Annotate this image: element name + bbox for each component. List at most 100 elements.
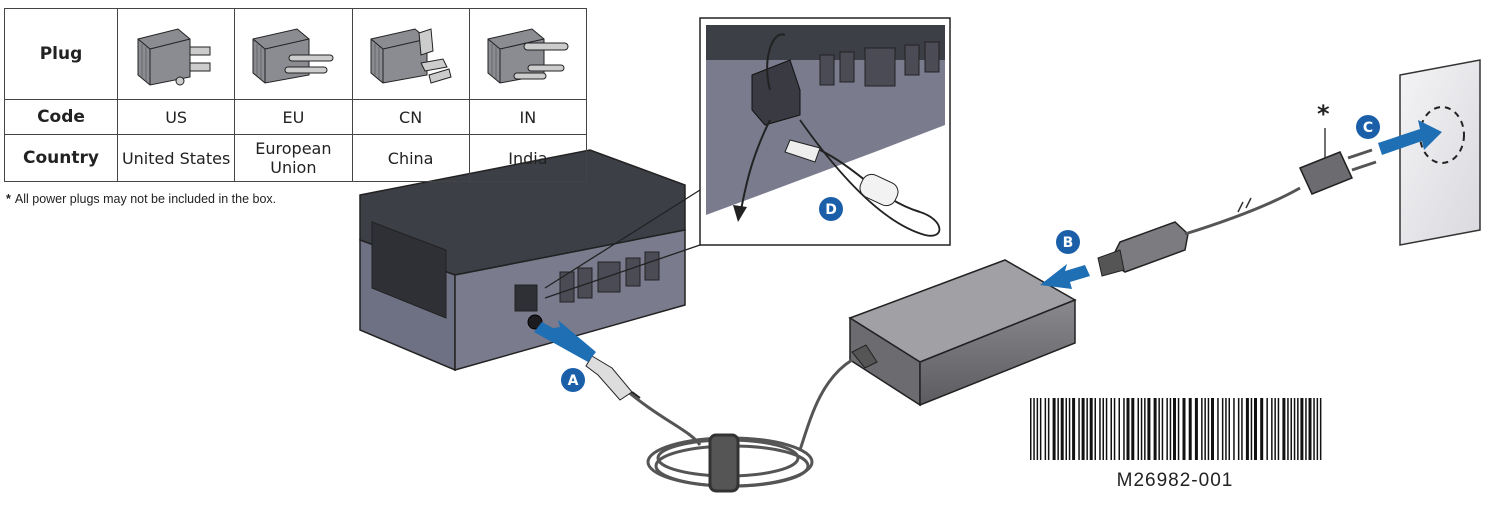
barcode-bar	[1110, 398, 1112, 460]
barcode-bar	[1052, 398, 1056, 460]
plug-row: Plug	[4, 8, 588, 100]
barcode-bar	[1316, 398, 1319, 460]
barcode-bar	[1313, 398, 1315, 460]
footnote-marker: *	[6, 192, 11, 206]
barcode-bar	[1147, 398, 1151, 460]
in-plug-icon	[487, 28, 569, 84]
country-cell: India	[468, 134, 588, 182]
barcode-bar	[1290, 398, 1292, 460]
footnote-text: All power plugs may not be included in t…	[14, 192, 277, 206]
country-name-line2: Union	[270, 158, 317, 177]
wall-outlet	[1399, 59, 1481, 246]
barcode-bar	[1274, 398, 1276, 460]
svg-text:D: D	[825, 202, 837, 218]
barcode-bar	[1161, 398, 1164, 460]
barcode-bar	[1204, 398, 1206, 460]
code-row: Code US EU CN IN	[4, 99, 588, 135]
barcode-bar	[1137, 398, 1139, 460]
barcode-bar	[1086, 398, 1088, 460]
plug-asterisk: *	[1317, 100, 1330, 128]
barcode-bar	[1225, 398, 1227, 460]
svg-text:A: A	[568, 373, 579, 389]
barcode-bar	[1044, 398, 1047, 460]
ac-cord	[1097, 128, 1377, 277]
barcode-bar	[1201, 398, 1203, 460]
code-cell: CN	[351, 99, 470, 135]
barcode-bar	[1233, 398, 1235, 460]
barcode-bar	[1173, 398, 1176, 460]
arrow-c	[1378, 120, 1442, 155]
plug-cell-in	[468, 8, 588, 100]
barcode-bar	[1102, 398, 1104, 460]
code-cell: EU	[234, 99, 353, 135]
country-name-line1: European	[255, 139, 332, 158]
code-header: Code	[4, 99, 118, 135]
plug-cell-us	[116, 8, 236, 100]
barcode-bar	[1217, 398, 1219, 460]
barcode-bar	[1308, 398, 1312, 460]
barcode-bar	[1266, 398, 1268, 460]
barcode-bar	[1065, 398, 1067, 460]
plug-cell-cn	[351, 8, 470, 100]
barcode-bar	[1033, 398, 1035, 460]
country-cell: United States	[116, 134, 236, 182]
callout-a: A	[561, 368, 585, 392]
dc-plug	[585, 355, 641, 401]
barcode-bar	[1228, 398, 1230, 460]
svg-text:C: C	[1363, 120, 1373, 136]
barcode-bar	[1060, 398, 1064, 460]
plug-cell-eu	[234, 8, 353, 100]
barcode-bar	[1036, 398, 1039, 460]
barcode-bar	[1282, 398, 1286, 460]
barcode-bar	[1081, 398, 1085, 460]
country-name: India	[508, 148, 548, 168]
barcode-bar	[1211, 398, 1214, 460]
code-cell: IN	[468, 99, 588, 135]
country-cell: European Union	[234, 134, 353, 182]
barcode-bar	[1297, 398, 1299, 460]
barcode-bar	[1089, 398, 1093, 460]
callout-b: B	[1056, 230, 1080, 254]
barcode-bar	[1271, 398, 1273, 460]
barcode-bar	[1305, 398, 1307, 460]
barcode-bar	[1237, 398, 1240, 460]
country-cell: China	[351, 134, 470, 182]
barcode-bar	[1166, 398, 1168, 460]
svg-text:B: B	[1063, 235, 1074, 251]
cn-plug-icon	[370, 28, 452, 84]
country-row: Country United States European Union Chi…	[4, 134, 588, 182]
barcode-bar	[1207, 398, 1210, 460]
barcode-bar	[1277, 398, 1280, 460]
barcode-bar	[1300, 398, 1304, 460]
callout-c: C	[1356, 115, 1380, 139]
barcode-bar	[1287, 398, 1289, 460]
barcode-bar	[1293, 398, 1296, 460]
barcode-bar	[1113, 398, 1116, 460]
barcode-bar	[1177, 398, 1180, 460]
part-number: M26982-001	[1116, 470, 1234, 491]
country-name: China	[387, 148, 434, 168]
barcode-bar	[1245, 398, 1249, 460]
dc-cable	[619, 358, 853, 493]
barcode-bar	[1057, 398, 1059, 460]
barcode-bar	[1030, 398, 1032, 460]
barcode-bar	[1194, 398, 1198, 460]
barcode-bar	[1221, 398, 1224, 460]
barcode-bar	[1072, 398, 1076, 460]
barcode-bar	[1105, 398, 1108, 460]
barcode-bar	[1068, 398, 1071, 460]
barcode-bar	[1123, 398, 1125, 460]
barcode-bar	[1126, 398, 1130, 460]
barcode-bar	[1144, 398, 1146, 460]
callout-d: D	[819, 197, 843, 221]
barcode-bar	[1319, 398, 1322, 460]
barcode	[1030, 398, 1322, 460]
barcode-bar	[1153, 398, 1157, 460]
barcode-bar	[1047, 398, 1050, 460]
footnote: *All power plugs may not be included in …	[6, 192, 276, 206]
barcode-bar	[1182, 398, 1186, 460]
plug-header: Plug	[4, 8, 118, 100]
barcode-bar	[1140, 398, 1143, 460]
arrow-b	[1040, 264, 1090, 289]
